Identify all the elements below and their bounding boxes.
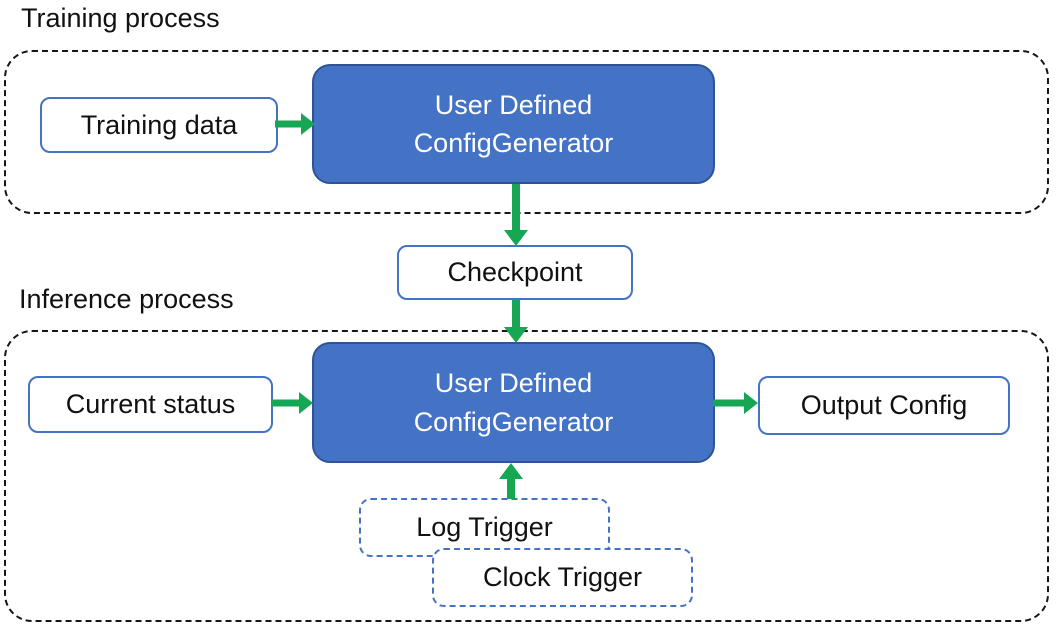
training-process-container: [4, 50, 1049, 214]
arrow-current-status-to-generator: [271, 392, 313, 414]
inference-process-container: [4, 330, 1049, 622]
training-data-box: Training data: [40, 97, 278, 153]
inference-generator-line2: ConfigGenerator: [413, 406, 614, 437]
training-generator-line1: User Defined: [434, 89, 593, 120]
arrow-training-data-to-generator: [275, 113, 315, 135]
clock-trigger-box: Clock Trigger: [432, 548, 693, 607]
arrow-checkpoint-to-inference-generator: [504, 299, 528, 343]
inference-generator-line1: User Defined: [434, 368, 593, 399]
checkpoint-box: Checkpoint: [397, 245, 633, 300]
arrow-generator-to-checkpoint: [504, 184, 528, 246]
training-generator-line2: ConfigGenerator: [413, 128, 614, 158]
current-status-box: Current status: [28, 376, 273, 433]
inference-config-generator-box: User Defined ConfigGenerator: [312, 342, 715, 463]
training-process-label: Training process: [21, 3, 220, 33]
log-trigger-box: Log Trigger: [359, 498, 610, 557]
training-config-generator-box: User Defined ConfigGenerator: [312, 64, 715, 184]
inference-process-label: Inference process: [19, 284, 234, 314]
arrow-generator-to-output-config: [713, 392, 758, 414]
output-config-box: Output Config: [758, 376, 1010, 435]
arrow-triggers-to-generator: [499, 463, 523, 499]
